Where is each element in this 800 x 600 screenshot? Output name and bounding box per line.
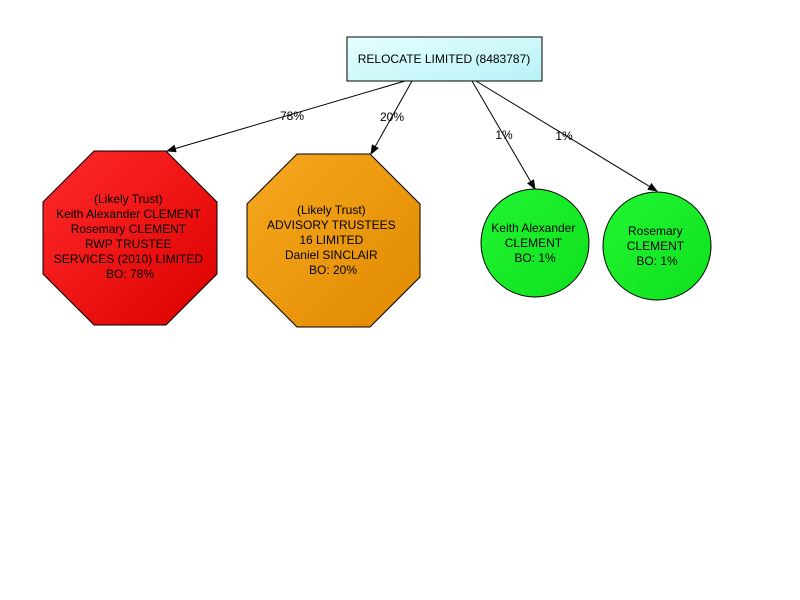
root-company-label: RELOCATE LIMITED (8483787) — [358, 52, 531, 66]
edge-label-owner-4: 1% — [555, 129, 573, 143]
owner-node-advisory-trustees[interactable]: (Likely Trust) ADVISORY TRUSTEES 16 LIMI… — [246, 153, 421, 328]
edge-label-owner-2: 20% — [380, 110, 404, 124]
edge-label-owner-1: 78% — [280, 109, 304, 123]
octagon-shape — [42, 150, 218, 326]
owner-node-label: (Likely Trust) Keith Alexander CLEMENT R… — [54, 192, 207, 281]
circle-shape — [480, 188, 590, 298]
owner-node-rwp-trustee[interactable]: (Likely Trust) Keith Alexander CLEMENT R… — [42, 150, 218, 326]
owner-node-rosemary-clement[interactable]: Rosemary CLEMENT BO: 1% — [602, 191, 712, 301]
edge-labels: 78% 20% 1% 1% — [280, 109, 573, 143]
edge-root-owner-1 — [166, 80, 406, 153]
root-company-box — [346, 36, 543, 82]
owner-node-label: (Likely Trust) ADVISORY TRUSTEES 16 LIMI… — [267, 203, 399, 277]
edge-root-owner-3 — [471, 80, 536, 190]
circle-shape — [602, 191, 712, 301]
edge-root-owner-4 — [475, 80, 658, 192]
edge-label-owner-3: 1% — [495, 128, 513, 142]
root-company-node[interactable]: RELOCATE LIMITED (8483787) — [346, 36, 543, 82]
octagon-shape — [246, 153, 421, 328]
edge-root-owner-2 — [370, 80, 413, 155]
owner-node-label: Keith Alexander CLEMENT BO: 1% — [491, 221, 578, 265]
owner-node-label: Rosemary CLEMENT BO: 1% — [627, 224, 687, 268]
edges — [166, 80, 658, 192]
owner-node-keith-clement[interactable]: Keith Alexander CLEMENT BO: 1% — [480, 188, 590, 298]
